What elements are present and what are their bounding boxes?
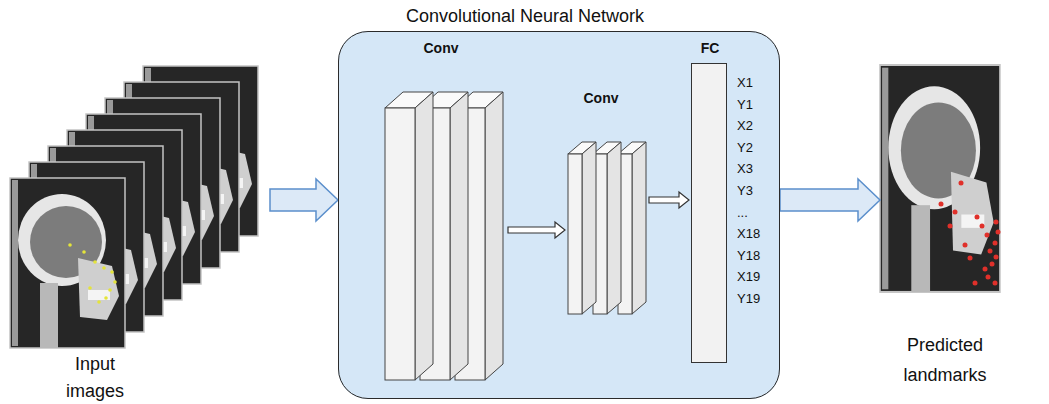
layer-arrow [649,192,689,208]
landmark-dot [953,210,958,215]
output-coordinate: Y1 [737,94,760,116]
network-box: Convolutional Neural NetworkConvConvFC [338,31,780,399]
node-label: FC [680,39,740,57]
output-coordinate: Y2 [737,137,760,159]
layer-slabs [384,91,506,383]
conv-layer: Conv [567,141,647,315]
landmark-dot [994,255,999,260]
node-label: Conv [571,89,631,107]
landmark-dot [948,224,953,229]
flow-arrow [780,179,880,221]
slab-front [385,108,415,380]
landmark-dot [996,230,1001,235]
landmark-dot [68,243,72,247]
landmark-dot [959,181,964,186]
output-coordinate: Y3 [737,180,760,202]
landmark-dot [968,256,973,261]
landmark-dots [68,243,117,304]
layer-slabs [567,141,647,315]
flow-arrow [270,179,338,221]
landmark-dot [993,241,998,246]
landmark-dot [983,267,988,272]
node-label: Conv [411,39,471,57]
landmark-dot [104,296,108,300]
landmark-dot [939,202,944,207]
node-label: Predicted landmarks [880,330,1010,390]
node-label: Convolutional Neural Network [406,5,644,27]
cnn-fill [338,31,780,399]
landmark-dot [973,281,978,286]
landmark-dot [88,286,92,290]
landmark-dot [963,243,968,248]
output-coordinate: Y18 [737,245,760,267]
slab-side [607,142,621,314]
conv-layer: Conv [384,91,506,383]
landmark-dot [93,260,97,264]
predicted-dots [939,181,1001,286]
node-label: Input images [52,351,138,404]
output-coordinate: X19 [737,266,760,288]
landmark-dot [993,281,998,286]
landmark-dot [102,266,106,270]
output-coordinate: X2 [737,115,760,137]
output-image [880,65,1001,292]
landmark-dot [82,250,86,254]
slab-side [582,142,596,314]
output-coordinate: ... [737,202,760,224]
output-coordinate: X1 [737,72,760,94]
layer-arrow [508,222,565,238]
fc-layer: FC [691,63,727,363]
xray-image [10,178,125,348]
output-coordinate: X3 [737,158,760,180]
landmark-dot [994,220,999,225]
input-stack [10,66,258,348]
landmark-dot [975,215,980,220]
landmark-dot [988,249,993,254]
output-coordinate: Y19 [737,288,760,310]
landmark-dot [110,270,114,274]
slab-side [632,142,646,314]
slab-front [568,154,582,314]
slab-side [415,92,433,380]
slab-side [485,92,503,380]
output-coordinate: X18 [737,223,760,245]
output-image: Predicted landmarks [880,62,1010,398]
xray-image [880,65,1000,292]
landmark-dot [97,300,101,304]
landmark-dot [113,280,117,284]
output-list: X1Y1X2Y2X3Y3...X18Y18X19Y19 [737,72,760,310]
landmark-dot [986,275,991,280]
landmark-dot [985,233,990,238]
landmark-dot [980,224,985,229]
landmark-dot [990,262,995,267]
image-stack: Input images [5,62,270,398]
landmark-dot [108,288,112,292]
slab-side [450,92,468,380]
